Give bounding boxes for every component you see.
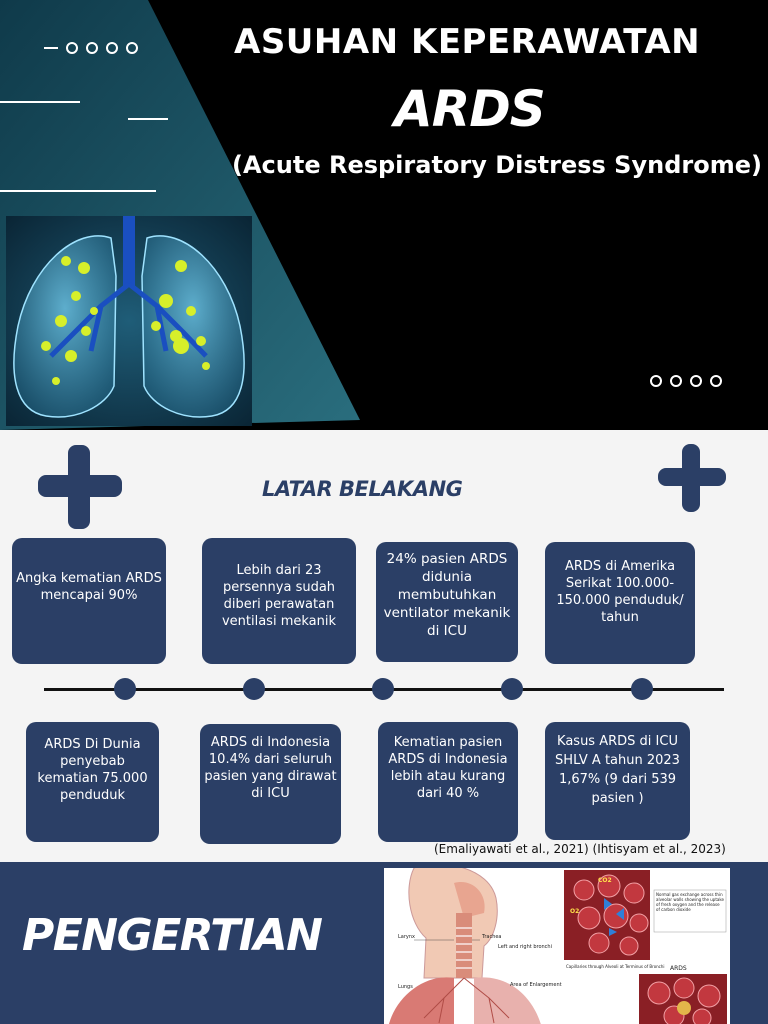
header-banner: ASUHAN KEPERAWATAN ARDS (Acute Respirato…: [0, 0, 768, 430]
label-lungs: Lungs: [398, 984, 413, 990]
decor-dots-top-left: [44, 42, 138, 54]
fact-card-text: Angka kematian ARDS mencapai 90%: [16, 571, 162, 603]
decor-line: [128, 118, 168, 120]
label-co2: CO2: [598, 877, 612, 884]
fact-card-text: 24% pasien ARDS didunia membutuhkan vent…: [383, 551, 511, 639]
fact-card: Lebih dari 23 persennya sudah diberi per…: [202, 538, 356, 664]
timeline-dot: [243, 678, 265, 700]
fact-card: Angka kematian ARDS mencapai 90%: [12, 538, 166, 664]
timeline-dot: [501, 678, 523, 700]
label-o2: O2: [570, 908, 579, 915]
fact-card: ARDS di Indonesia 10.4% dari seluruh pas…: [200, 724, 341, 844]
fact-card: ARDS Di Dunia penyebab kematian 75.000 p…: [26, 722, 159, 842]
label-trachea: Trachea: [481, 934, 502, 940]
respiratory-anatomy-figure: Larynx Trachea Left and right bronchi Lu…: [384, 868, 730, 1024]
timeline-dot: [372, 678, 394, 700]
fact-card-text: ARDS di Amerika Serikat 100.000-150.000 …: [556, 559, 684, 625]
fact-card: Kasus ARDS di ICU SHLV A tahun 2023 1,67…: [545, 722, 690, 840]
section-title: PENGERTIAN: [22, 910, 323, 961]
anatomy-drawing: Larynx Trachea Left and right bronchi Lu…: [389, 868, 727, 1024]
fact-card: Kematian pasien ARDS di Indonesia lebih …: [378, 722, 518, 842]
section-title: LATAR BELAKANG: [262, 477, 463, 501]
page-subtitle: (Acute Respiratory Distress Syndrome): [232, 151, 762, 179]
citation: (Emaliyawati et al., 2021) (Ihtisyam et …: [434, 842, 726, 856]
label-larynx: Larynx: [398, 934, 415, 940]
definition-section: PENGERTIAN Larynx Trachea Left and ri: [0, 862, 768, 1024]
page-title: ASUHAN KEPERAWATAN: [234, 22, 701, 62]
fact-card-text: Lebih dari 23 persennya sudah diberi per…: [221, 563, 337, 629]
background-section: LATAR BELAKANG Angka kematian ARDS menca…: [0, 430, 768, 862]
fact-card-text: Kematian pasien ARDS di Indonesia lebih …: [388, 735, 508, 801]
gas-exchange-note: Normal gas exchange across thin alveolar…: [656, 892, 724, 912]
lungs-illustration: [6, 216, 252, 426]
label-bronchi: Left and right bronchi: [498, 944, 552, 950]
timeline-dot: [114, 678, 136, 700]
decor-dots-bottom-right: [650, 375, 722, 387]
fact-card-text: ARDS di Indonesia 10.4% dari seluruh pas…: [204, 735, 337, 801]
plus-icon: [658, 444, 726, 512]
decor-line: [0, 101, 80, 103]
fact-card-text: ARDS Di Dunia penyebab kematian 75.000 p…: [37, 737, 148, 803]
fact-card: ARDS di Amerika Serikat 100.000-150.000 …: [545, 542, 695, 664]
acronym-title: ARDS: [394, 80, 546, 138]
timeline-dot: [631, 678, 653, 700]
label-enlargement: Area of Enlargement: [510, 982, 562, 988]
plus-icon: [38, 445, 122, 529]
fact-card-text: Kasus ARDS di ICU SHLV A tahun 2023 1,67…: [555, 734, 680, 806]
decor-line: [0, 190, 156, 192]
fact-card: 24% pasien ARDS didunia membutuhkan vent…: [376, 542, 518, 662]
label-capillaries: Capillaries through Alveoli at Terminus …: [566, 964, 665, 969]
label-ards: ARDS: [670, 965, 687, 972]
